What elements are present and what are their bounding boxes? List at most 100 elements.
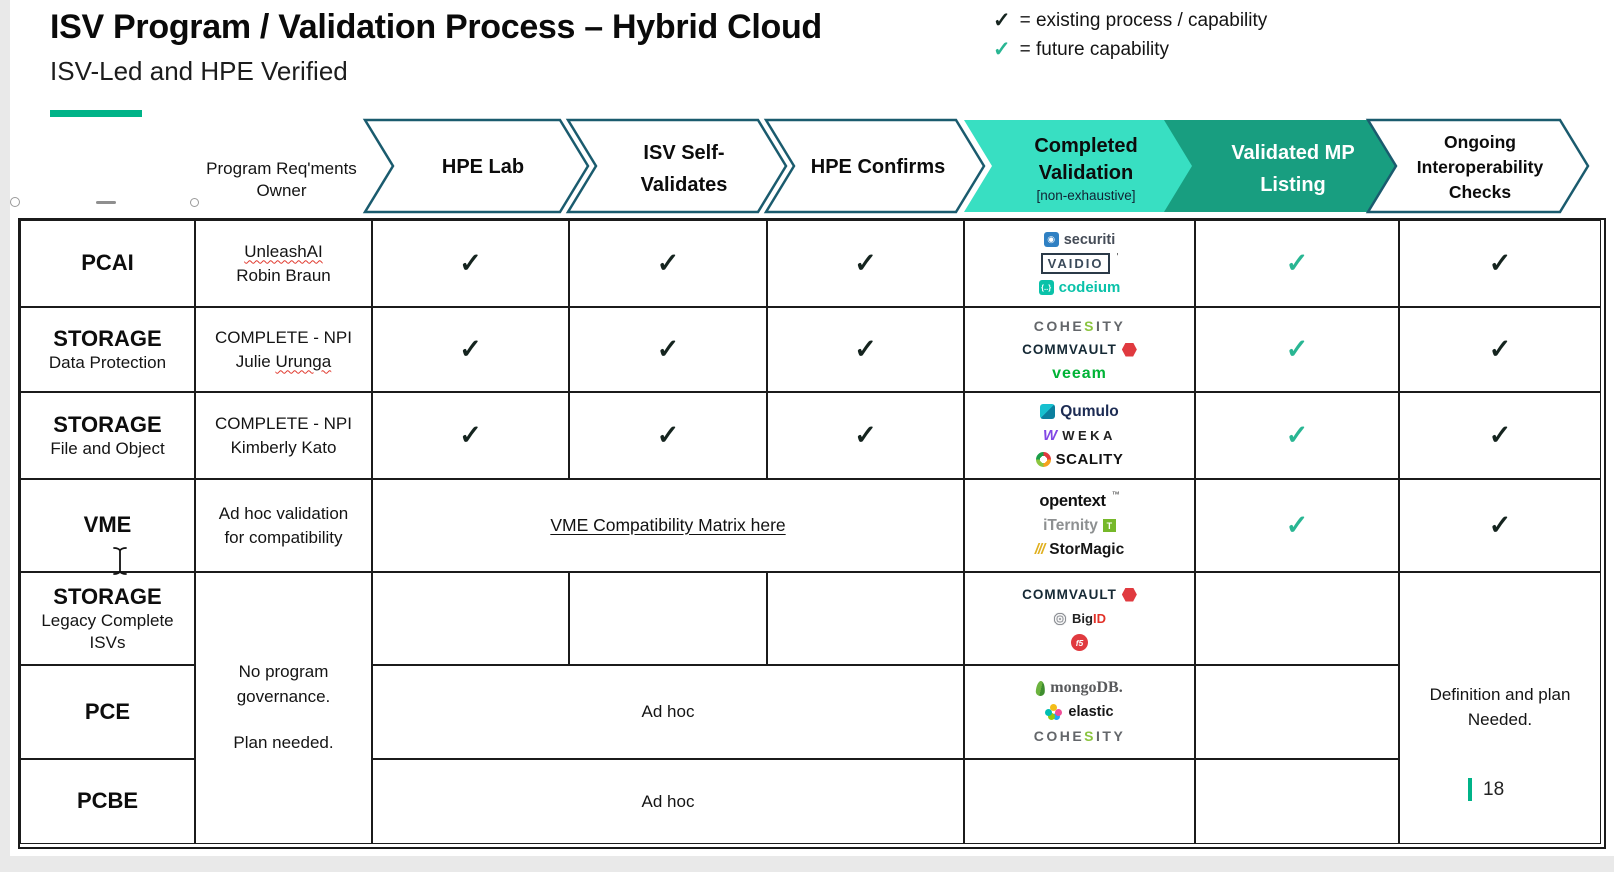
check-icon: ✓	[459, 334, 482, 364]
check-icon: ✓	[854, 248, 877, 278]
check-icon-green: ✓	[1285, 420, 1309, 450]
chevron-label-ongoing-1: Ongoing	[1444, 132, 1516, 152]
commvault-icon	[1121, 342, 1137, 357]
chevron-ongoing-interop	[1365, 118, 1590, 214]
opentext-tm: ™	[1111, 489, 1120, 499]
vme-compatibility-link[interactable]: VME Compatibility Matrix here	[550, 515, 786, 535]
category-label: PCE	[84, 698, 131, 724]
chevron-label-validated-mp-2: Listing	[1260, 174, 1326, 196]
cell-fo-logos: Qumulo W WEKA SCALITY	[964, 392, 1195, 479]
iternity-wordmark: iTernity	[1043, 516, 1098, 534]
legend: ✓ = existing process / capability ✓ = fu…	[993, 6, 1267, 64]
cell-category-storage-legacy: STORAGE Legacy Complete ISVs	[20, 572, 195, 665]
governance-line: No program	[238, 662, 329, 682]
logo-bigid: BigID	[1053, 607, 1106, 631]
cell-pcai-ongoing: ✓	[1399, 220, 1601, 307]
cell-fo-hpe-lab: ✓	[372, 392, 569, 479]
cell-pcai-logos: ◉ securiti VAIDIO ' {..} codeium	[964, 220, 1195, 307]
cell-dp-mp-listing: ✓	[1195, 307, 1399, 392]
logo-vaidio: VAIDIO '	[1040, 252, 1118, 276]
definition-line: Definition and plan	[1429, 685, 1571, 705]
page-number: 18	[1468, 778, 1504, 801]
weka-wordmark: WEKA	[1062, 428, 1116, 443]
selection-handle-dot	[190, 198, 199, 207]
check-icon: ✓	[656, 334, 680, 364]
check-icon: ✓	[1488, 510, 1512, 540]
cohesity-wordmark: COHESITY	[1033, 317, 1126, 334]
mongodb-leaf-icon	[1035, 680, 1046, 696]
weka-icon: W	[1043, 427, 1058, 444]
cell-category-storage-dp: STORAGE Data Protection	[20, 307, 195, 392]
logo-f5: f5	[1071, 631, 1088, 655]
legend-future-label: = future capability	[1019, 38, 1170, 60]
owner-line: COMPLETE - NPI	[215, 327, 352, 347]
logo-elastic: elastic	[1045, 700, 1114, 724]
bigid-wordmark: BigID	[1072, 610, 1106, 626]
cell-vme-logos: opentext ™ iTernity T /// StorMagic	[964, 479, 1195, 572]
page-number-text: 18	[1483, 778, 1505, 800]
cell-legacy-hpe-confirms-empty	[767, 572, 964, 665]
category-sublabel: ISVs	[89, 632, 126, 652]
chevron-completed-validation	[964, 120, 1213, 212]
owner-column-header: Program Req'ments Owner	[193, 158, 370, 202]
check-icon: ✓	[854, 334, 877, 364]
chevron-label-ongoing-2: Interoperability	[1417, 157, 1544, 177]
owner-last-name: Urunga	[275, 351, 332, 371]
logo-veeam: veeam	[1052, 362, 1107, 386]
logo-codeium: {..} codeium	[1038, 276, 1120, 300]
elastic-wordmark: elastic	[1068, 704, 1114, 720]
logo-commvault: COMMVAULT	[1022, 583, 1137, 607]
check-icon: ✓	[459, 248, 482, 278]
cell-legacy-logos: COMMVAULT BigID f5	[964, 572, 1195, 665]
cell-pcai-hpe-lab: ✓	[372, 220, 569, 307]
chevron-hpe-lab	[362, 118, 590, 214]
scality-icon	[1035, 452, 1051, 467]
check-icon: ✓	[1488, 420, 1512, 450]
chevron-label-validated-mp-1: Validated MP	[1231, 142, 1354, 164]
owner-first-name: Julie	[235, 351, 276, 371]
logo-stormagic: /// StorMagic	[1035, 538, 1124, 562]
vaidio-wordmark: VAIDIO	[1040, 253, 1111, 274]
veeam-wordmark: veeam	[1052, 364, 1107, 382]
f5-icon: f5	[1071, 634, 1088, 651]
chevron-label-isv-self-2: Validates	[641, 174, 728, 196]
selection-handle-dot	[10, 197, 20, 207]
cell-pcbe-adhoc: Ad hoc	[372, 759, 964, 844]
adhoc-label: Ad hoc	[641, 791, 695, 811]
chevron-isv-self-validates	[565, 118, 788, 214]
owner-line: Julie Urunga	[236, 350, 331, 374]
logo-commvault: COMMVAULT	[1022, 338, 1137, 362]
cell-pce-mp-empty	[1195, 665, 1399, 759]
cell-fo-hpe-confirms: ✓	[767, 392, 964, 479]
cell-dp-logos: COHESITY COMMVAULT veeam	[964, 307, 1195, 392]
check-icon-green: ✓	[1285, 510, 1309, 540]
cell-owner-vme: Ad hoc validation for compatibility	[195, 479, 372, 572]
cell-vme-compatibility: VME Compatibility Matrix here	[372, 479, 964, 572]
definition-line: Needed.	[1467, 710, 1533, 729]
stormagic-icon: ///	[1034, 541, 1045, 558]
category-sublabel: Legacy Complete	[41, 611, 174, 631]
cell-pcai-mp-listing: ✓	[1195, 220, 1399, 307]
check-icon: ✓	[854, 420, 877, 450]
cell-legacy-mp-empty	[1195, 572, 1399, 665]
governance-line: governance.	[236, 686, 331, 706]
category-label: STORAGE	[53, 411, 162, 437]
iternity-icon: T	[1102, 519, 1116, 532]
cell-category-vme: VME	[20, 479, 195, 572]
cell-legacy-hpe-lab-empty	[372, 572, 569, 665]
legend-future: ✓ = future capability	[993, 35, 1267, 64]
page-number-bar	[1468, 778, 1472, 801]
owner-header-line1: Program Req'ments	[206, 159, 357, 178]
cell-pce-logos: mongoDB. elastic COHESITY	[964, 665, 1195, 759]
slide-subtitle: ISV-Led and HPE Verified	[50, 56, 348, 86]
scality-wordmark: SCALITY	[1055, 451, 1124, 468]
opentext-wordmark: opentext	[1039, 492, 1106, 510]
chevron-label-completed-2: Validation	[1039, 162, 1133, 184]
cell-owner-pcai: UnleashAI Robin Braun	[195, 220, 372, 307]
owner-line: UnleashAI	[244, 241, 323, 261]
cell-owner-storage-dp: COMPLETE - NPI Julie Urunga	[195, 307, 372, 392]
cell-vme-ongoing: ✓	[1399, 479, 1601, 572]
cell-category-pcbe: PCBE	[20, 759, 195, 844]
owner-line: for compatibility	[224, 527, 343, 547]
